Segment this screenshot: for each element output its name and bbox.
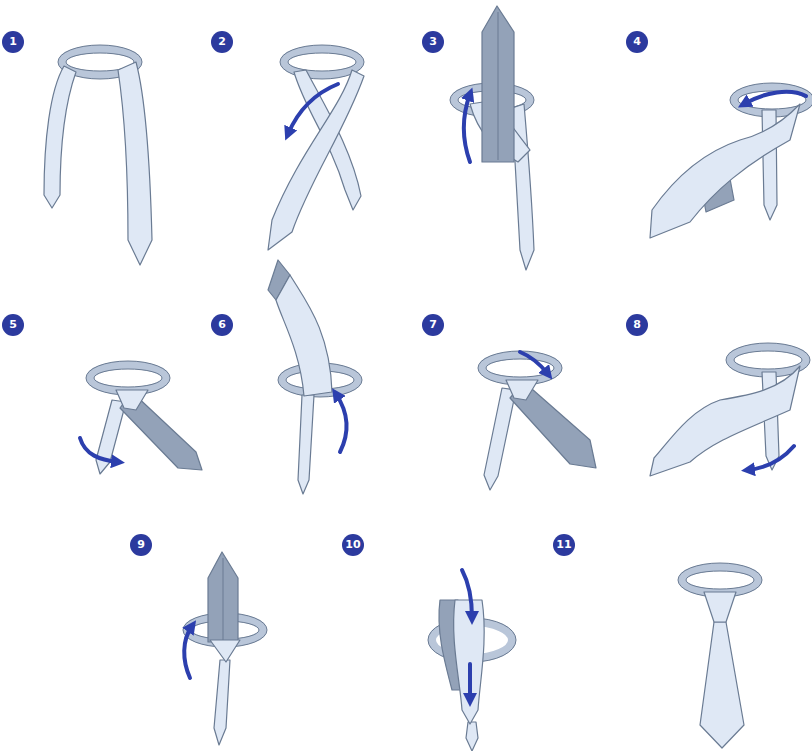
callout-number: 6 (211, 314, 233, 336)
direction-arrow (464, 94, 470, 162)
seam-line (223, 558, 224, 640)
callout-number: 11 (553, 534, 575, 556)
step-eight (650, 343, 810, 476)
direction-arrow (748, 446, 794, 470)
step-four (650, 83, 812, 238)
callout-number: 10 (342, 534, 364, 556)
wide-end (118, 62, 152, 265)
step-eleven (678, 563, 762, 748)
step-five (80, 361, 202, 474)
direction-arrow (288, 84, 338, 134)
narrow-end (512, 104, 534, 270)
wide-end-back (208, 552, 238, 642)
narrow-end (214, 660, 230, 745)
callout-number: 4 (626, 31, 648, 53)
callout-number: 2 (211, 31, 233, 53)
direction-arrow (80, 438, 118, 462)
knot (116, 390, 148, 410)
narrow-end (298, 395, 314, 494)
wide-end (650, 366, 800, 476)
wide-end (268, 70, 364, 250)
step-two (268, 45, 364, 250)
callout-number: 1 (2, 31, 24, 53)
callout-number: 7 (422, 314, 444, 336)
finished-tie (700, 622, 744, 748)
wide-end (454, 600, 485, 724)
step-ten (428, 570, 516, 751)
callout-number: 8 (626, 314, 648, 336)
knot (210, 640, 240, 662)
wide-end-back (482, 6, 514, 162)
direction-arrow (184, 626, 192, 678)
knot (704, 592, 736, 622)
step-seven (478, 351, 596, 490)
direction-arrow (462, 570, 472, 618)
step-three (450, 6, 534, 270)
wide-end (650, 104, 800, 238)
narrow-end (466, 722, 478, 751)
direction-arrow (520, 352, 548, 374)
step-one (44, 45, 152, 265)
step-nine (183, 552, 267, 745)
direction-arrow (744, 92, 806, 104)
narrow-end (44, 66, 76, 208)
direction-arrow (468, 664, 472, 700)
knot (506, 380, 538, 400)
seam-line (498, 12, 499, 160)
step-six (268, 260, 362, 494)
narrow-end (484, 388, 516, 490)
callout-number: 9 (130, 534, 152, 556)
callout-number: 5 (2, 314, 24, 336)
direction-arrow (336, 394, 346, 452)
wide-end (276, 275, 332, 396)
callout-number: 3 (422, 31, 444, 53)
